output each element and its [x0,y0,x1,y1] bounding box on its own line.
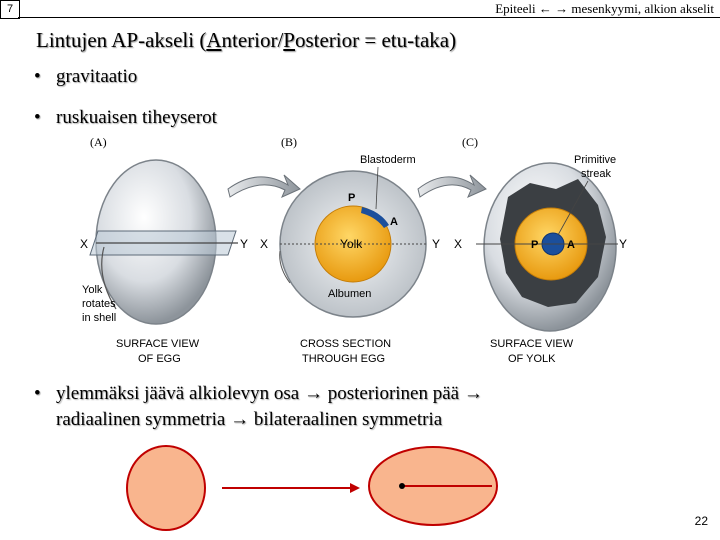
bullet-marker: • [34,107,41,128]
bullet-3-text-line-2: radiaalinen symmetria → bilateraalinen s… [56,409,443,430]
caption-b-line-1: CROSS SECTION [300,338,391,350]
title-part-3: osterior = etu-taka) [294,28,457,52]
bullet-2-text: ruskuaisen tiheyserot [56,107,217,128]
anterior-label-b: A [390,216,398,228]
axis-y-label-b: Y [432,237,440,251]
radial-circle-shape [126,445,206,531]
slide-number: 7 [6,3,14,15]
albumen-label: Albumen [328,288,371,300]
anterior-label-c: A [567,239,575,251]
caption-a-line-1: SURFACE VIEW [116,338,200,350]
primitive-streak-line-1: Primitive [574,154,616,166]
blastoderm-label: Blastoderm [360,154,416,166]
primitive-streak-line-2: streak [581,168,611,180]
bullet-1-text: gravitaatio [56,66,138,87]
rotation-arrow-b [279,250,291,284]
primitive-streak-pointer [557,180,589,236]
blastoderm-pointer [375,166,379,210]
symmetry-diagram [126,445,498,531]
slide-title: Lintujen AP-akseli (Anterior/Posterior =… [36,28,456,53]
posterior-label-c: P [531,239,538,251]
panel-c-label: (C) [462,135,478,149]
axis-x-label-c: X [454,237,462,251]
title-part-1: Lintujen AP-akseli ( [36,28,207,52]
bullet-3-text-line-1: ylemmäksi jäävä alkiolevyn osa → posteri… [56,383,483,404]
transition-arrow-ab [227,174,301,198]
transition-arrowhead [350,483,360,493]
bullet-marker: • [34,383,41,404]
bullet-marker: • [34,66,41,87]
title-part-2: nterior/ [221,28,284,52]
page-number: 22 [694,514,708,528]
blastoderm-shape [361,207,389,228]
bullet-2: • ruskuaisen tiheyserot [34,107,217,129]
yolk-rotates-line-1: Yolk [82,284,103,296]
posterior-label-b: P [348,192,355,204]
rotation-arrow-a [101,246,117,310]
yolk-rotates-line-3: in shell [82,312,116,324]
bullet-3: • ylemmäksi jäävä alkiolevyn osa → poster… [34,381,674,433]
caption-a-line-2: OF EGG [138,353,181,365]
bullet-1: • gravitaatio [34,66,137,88]
transition-arrow-bc [417,174,487,198]
axis-x-label-b: X [260,237,268,251]
axis-x-label-a: X [80,237,88,251]
caption-c-line-1: SURFACE VIEW [490,338,574,350]
egg-axis-figure: (A) X Y Yolk rotates in shell SURFACE VI… [80,135,627,365]
caption-b-line-2: THROUGH EGG [302,353,385,365]
axis-y-label-c: Y [619,237,627,251]
axis-y-label-a: Y [240,237,248,251]
header-text: Epiteeli ← → mesenkyymi, alkion akselit [495,1,714,16]
title-letter-a: A [206,28,222,52]
title-letter-p: P [283,28,295,52]
panel-b-label: (B) [281,135,297,149]
yolk-label: Yolk [340,237,363,251]
yolk-rotates-line-2: rotates [82,298,116,310]
header-rule [18,17,720,18]
slide-number-box: 7 [0,0,20,19]
bilateral-axis-dot [399,483,405,489]
caption-c-line-2: OF YOLK [508,353,556,365]
panel-a-label: (A) [90,135,107,149]
